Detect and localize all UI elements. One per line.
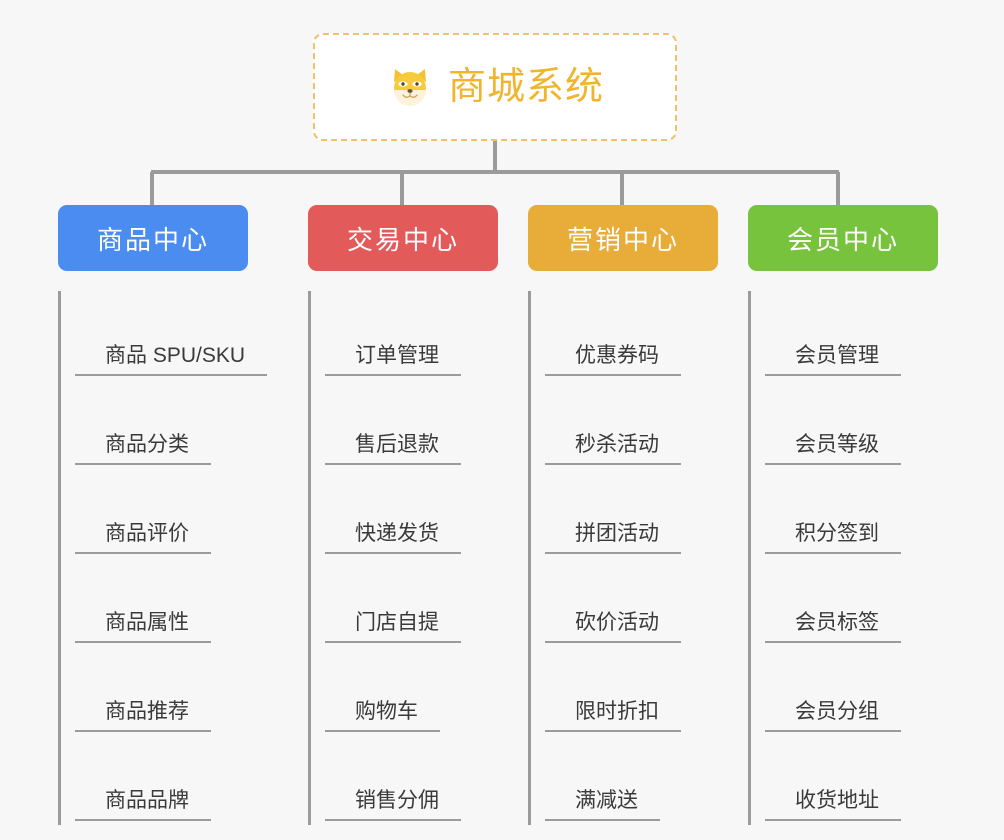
leaf-list-1: 商品 SPU/SKU 商品分类 商品评价 商品属性 商品推荐 商品品牌	[58, 291, 268, 825]
list-item[interactable]: 购物车	[325, 647, 498, 736]
leaf-label: 门店自提	[325, 611, 461, 643]
branch-column-4: 会员中心 会员管理 会员等级 积分签到 会员标签 会员分组 收货地址	[748, 205, 938, 825]
list-item[interactable]: 满减送	[545, 736, 718, 825]
list-item[interactable]: 商品品牌	[75, 736, 248, 825]
leaf-list-4: 会员管理 会员等级 积分签到 会员标签 会员分组 收货地址	[748, 291, 938, 825]
leaf-label: 商品 SPU/SKU	[75, 344, 268, 376]
category-header-label: 交易中心	[346, 224, 459, 255]
list-item[interactable]: 商品推荐	[75, 647, 248, 736]
list-item[interactable]: 会员分组	[765, 647, 938, 736]
leaf-label: 砍价活动	[545, 611, 681, 643]
list-item[interactable]: 会员管理	[765, 291, 938, 380]
branch-column-1: 商品中心 商品 SPU/SKU 商品分类 商品评价 商品属性 商品推荐 商品品牌	[58, 205, 268, 825]
leaf-label: 收货地址	[765, 789, 901, 821]
list-item[interactable]: 门店自提	[325, 558, 498, 647]
list-item[interactable]: 快递发货	[325, 469, 498, 558]
list-item[interactable]: 会员等级	[765, 380, 938, 469]
leaf-label: 秒杀活动	[545, 433, 681, 465]
list-item[interactable]: 订单管理	[325, 291, 498, 380]
list-item[interactable]: 限时折扣	[545, 647, 718, 736]
list-item[interactable]: 销售分佣	[325, 736, 498, 825]
shiba-dog-icon	[386, 63, 434, 111]
list-item[interactable]: 商品评价	[75, 469, 248, 558]
leaf-label: 会员分组	[765, 700, 901, 732]
leaf-label: 售后退款	[325, 433, 461, 465]
root-title: 商城系统	[447, 66, 604, 108]
list-item[interactable]: 商品属性	[75, 558, 248, 647]
list-item[interactable]: 会员标签	[765, 558, 938, 647]
leaf-label: 限时折扣	[545, 700, 681, 732]
list-item[interactable]: 商品分类	[75, 380, 248, 469]
leaf-label: 会员标签	[765, 611, 901, 643]
leaf-label: 会员等级	[765, 433, 901, 465]
list-item[interactable]: 拼团活动	[545, 469, 718, 558]
category-header-1[interactable]: 商品中心	[58, 205, 248, 271]
category-header-2[interactable]: 交易中心	[308, 205, 498, 271]
leaf-label: 积分签到	[765, 522, 901, 554]
list-item[interactable]: 砍价活动	[545, 558, 718, 647]
root-node[interactable]: 商城系统	[313, 33, 677, 141]
leaf-list-3: 优惠券码 秒杀活动 拼团活动 砍价活动 限时折扣 满减送	[528, 291, 718, 825]
category-header-4[interactable]: 会员中心	[748, 205, 938, 271]
leaf-label: 满减送	[545, 789, 660, 821]
leaf-label: 商品推荐	[75, 700, 211, 732]
category-header-label: 会员中心	[786, 224, 899, 255]
leaf-label: 优惠券码	[545, 344, 681, 376]
category-header-label: 营销中心	[566, 224, 679, 255]
leaf-label: 商品分类	[75, 433, 211, 465]
leaf-label: 订单管理	[325, 344, 461, 376]
leaf-label: 商品品牌	[75, 789, 211, 821]
list-item[interactable]: 积分签到	[765, 469, 938, 558]
leaf-label: 拼团活动	[545, 522, 681, 554]
leaf-label: 销售分佣	[325, 789, 461, 821]
leaf-label: 快递发货	[325, 522, 461, 554]
list-item[interactable]: 秒杀活动	[545, 380, 718, 469]
branch-column-2: 交易中心 订单管理 售后退款 快递发货 门店自提 购物车 销售分佣	[308, 205, 498, 825]
list-item[interactable]: 优惠券码	[545, 291, 718, 380]
list-item[interactable]: 收货地址	[765, 736, 938, 825]
leaf-label: 商品属性	[75, 611, 211, 643]
leaf-label: 会员管理	[765, 344, 901, 376]
leaf-label: 购物车	[325, 700, 440, 732]
category-header-3[interactable]: 营销中心	[528, 205, 718, 271]
leaf-label: 商品评价	[75, 522, 211, 554]
leaf-list-2: 订单管理 售后退款 快递发货 门店自提 购物车 销售分佣	[308, 291, 498, 825]
list-item[interactable]: 商品 SPU/SKU	[75, 291, 268, 380]
branch-column-3: 营销中心 优惠券码 秒杀活动 拼团活动 砍价活动 限时折扣 满减送	[528, 205, 718, 825]
list-item[interactable]: 售后退款	[325, 380, 498, 469]
category-header-label: 商品中心	[96, 224, 209, 255]
